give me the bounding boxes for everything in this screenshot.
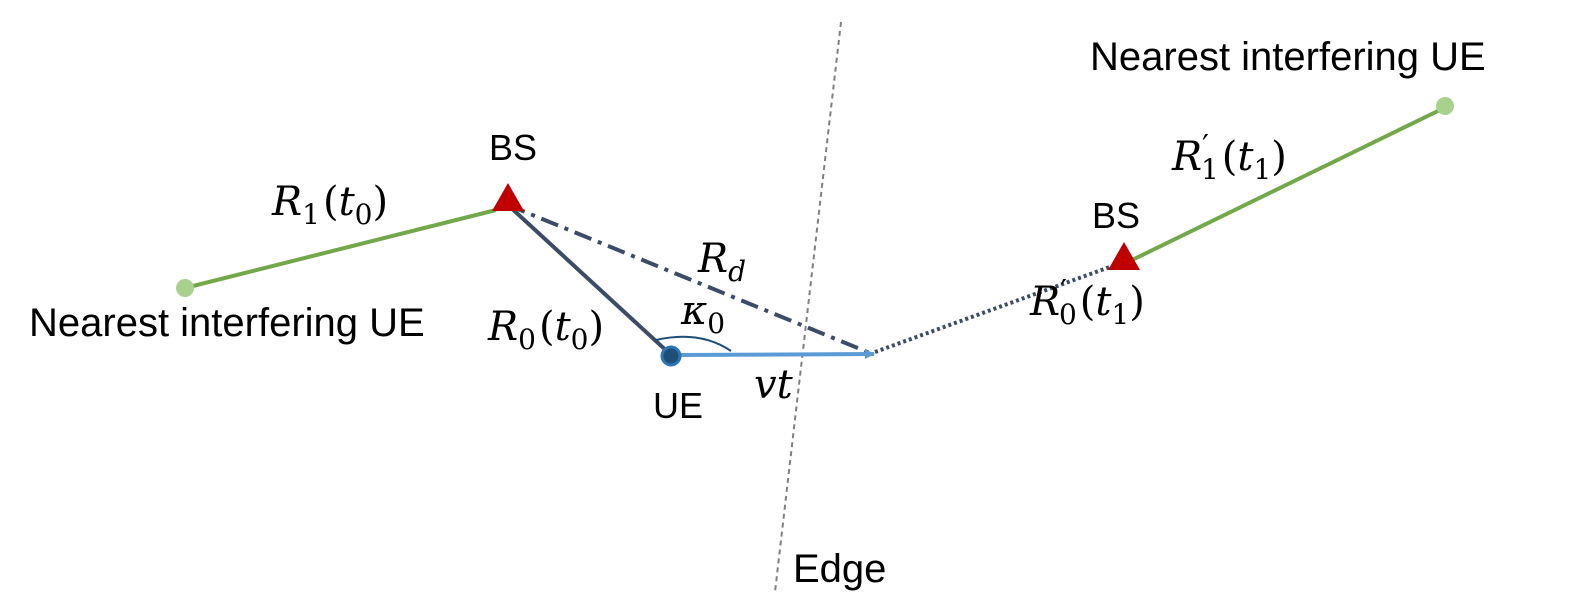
bs-right-label: BS [1092, 195, 1140, 236]
right-interferer-link [1127, 106, 1445, 264]
left-interferer-link [184, 208, 497, 290]
target-link-dotted [874, 262, 1119, 354]
motion-arrow [677, 349, 875, 360]
label-r0-t0: R0(t0) [487, 304, 604, 356]
label-vt: vt [754, 362, 794, 408]
edge-label: Edge [793, 547, 886, 591]
label-rd: Rd [697, 236, 746, 288]
bs-left-label: BS [489, 127, 537, 168]
cell-edge-line [774, 21, 842, 593]
distance-rd-line [507, 203, 871, 355]
serving-link [506, 203, 672, 356]
right-interferer-label: Nearest interfering UE [1090, 35, 1486, 79]
bs-left-icon [492, 183, 524, 211]
label-kappa0: κ0 [680, 288, 725, 340]
label-r1prime-t1: R′1(t1) [1171, 129, 1287, 186]
right-interferer-node [1436, 97, 1454, 115]
label-r0prime-t1: R′0(t1) [1029, 274, 1145, 331]
bs-right-icon [1108, 242, 1140, 270]
ue-node [660, 345, 682, 367]
left-interferer-node [176, 279, 194, 297]
angle-arc [655, 335, 732, 352]
ue-label: UE [653, 385, 703, 426]
left-interferer-label: Nearest interfering UE [29, 301, 425, 345]
label-r1-t0: R1(t0) [271, 179, 388, 231]
